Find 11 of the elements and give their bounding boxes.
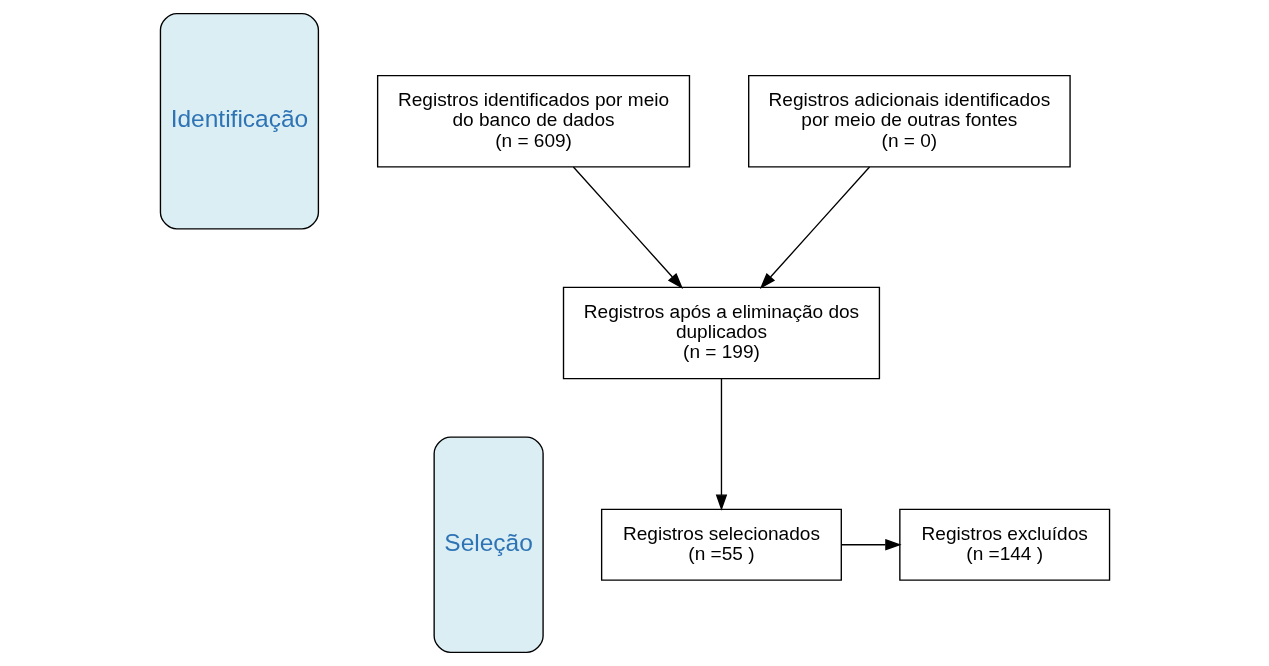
arrow (759, 166, 870, 289)
arrow (840, 539, 902, 551)
node-box: Identificação (159, 13, 319, 230)
arrow (572, 166, 683, 289)
arrow (715, 378, 727, 511)
node-box: Registros adicionais identificados por meio de outras fontes (n = 0) (747, 74, 1071, 168)
node-box: Registros selecionados (n =55 ) (600, 508, 842, 581)
node-box: Registros excluídos (n =144 ) (898, 508, 1110, 581)
node-box: Registros identificados por meio do banco de dados (n = 609) (376, 74, 690, 168)
node-box: Seleção (432, 436, 544, 653)
node-box: Registros após a eliminação dos duplicados (n = 199) (562, 286, 880, 380)
